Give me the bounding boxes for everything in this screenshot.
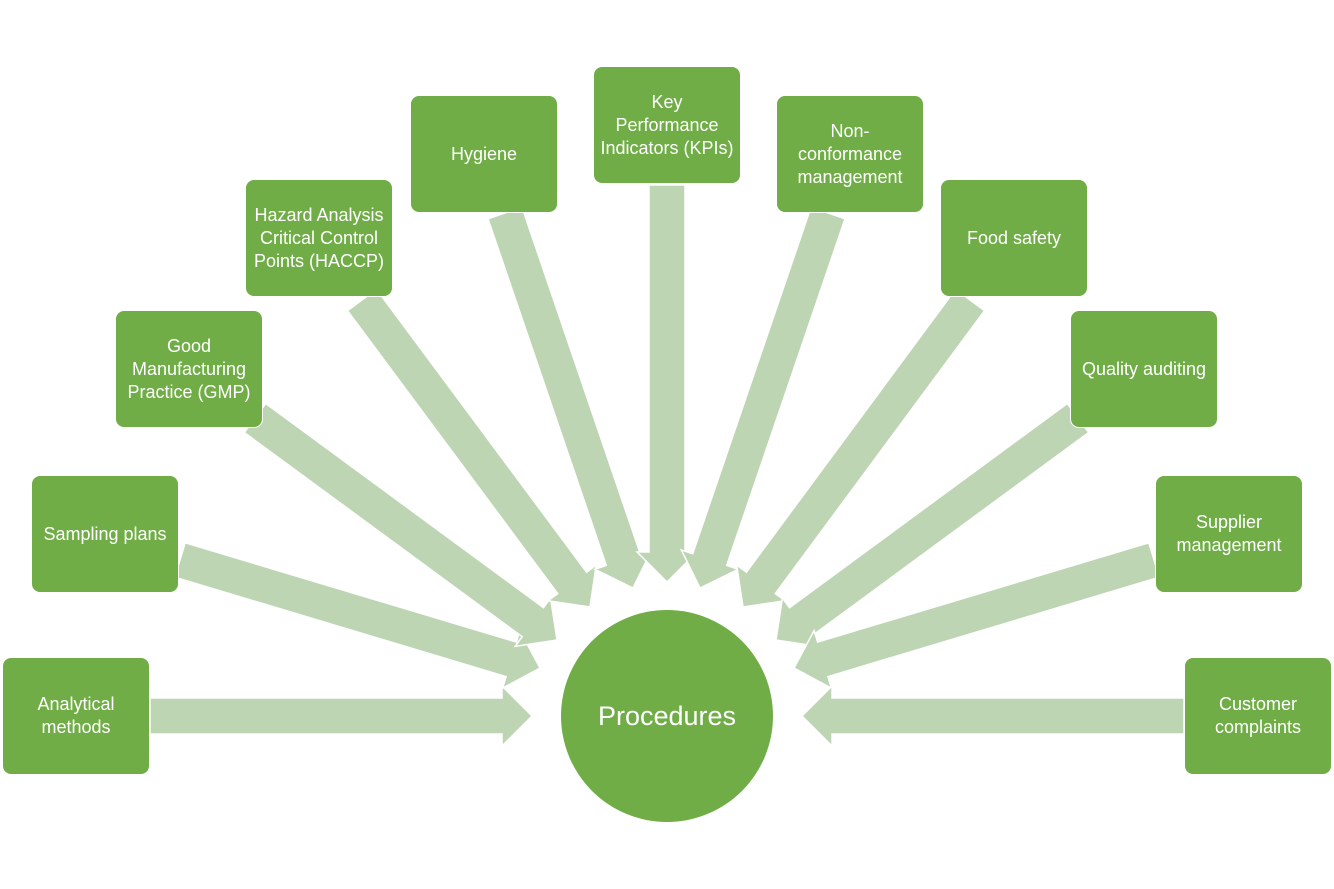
arrow-10 (800, 684, 1185, 748)
arrow-6 (679, 206, 846, 590)
arrow-8 (775, 402, 1090, 648)
node-customer-complaints: Customer complaints (1184, 657, 1332, 775)
node-analytical-methods: Analytical methods (2, 657, 150, 775)
node-haccp: Hazard Analysis Critical Control Points … (245, 179, 393, 297)
arrow-9 (792, 541, 1161, 690)
arrow-5 (635, 184, 699, 584)
node-label: Quality auditing (1081, 358, 1207, 379)
node-food-safety: Food safety (940, 179, 1088, 297)
node-quality-auditing: Quality auditing (1070, 310, 1218, 428)
arrow-3 (346, 288, 598, 608)
center-circle: Procedures (561, 610, 773, 822)
node-label: Hygiene (450, 143, 518, 164)
node-hygiene: Hygiene (410, 95, 558, 213)
arrow-4 (487, 206, 654, 590)
arrow-2 (243, 402, 558, 648)
node-kpis: Key Performance Indicators (KPIs) (593, 66, 741, 184)
node-label: Key Performance Indicators (KPIs) (600, 91, 734, 158)
arrow-0 (149, 684, 534, 748)
node-label: Customer complaints (1214, 694, 1302, 737)
node-label: Good Manufacturing Practice (GMP) (127, 335, 251, 402)
arrow-7 (735, 288, 986, 608)
node-gmp: Good Manufacturing Practice (GMP) (115, 310, 263, 428)
node-label: Hazard Analysis Critical Control Points … (253, 204, 385, 271)
node-label: Supplier management (1176, 512, 1282, 555)
center-label: Procedures (597, 700, 737, 731)
node-non-conformance-management: Non- conformance management (776, 95, 924, 213)
node-label: Analytical methods (37, 694, 115, 737)
node-sampling-plans: Sampling plans (31, 475, 179, 593)
node-label: Sampling plans (43, 523, 167, 544)
node-label: Food safety (966, 227, 1062, 248)
arrow-1 (173, 541, 542, 690)
node-label: Non- conformance management (797, 120, 903, 187)
node-supplier-management: Supplier management (1155, 475, 1303, 593)
